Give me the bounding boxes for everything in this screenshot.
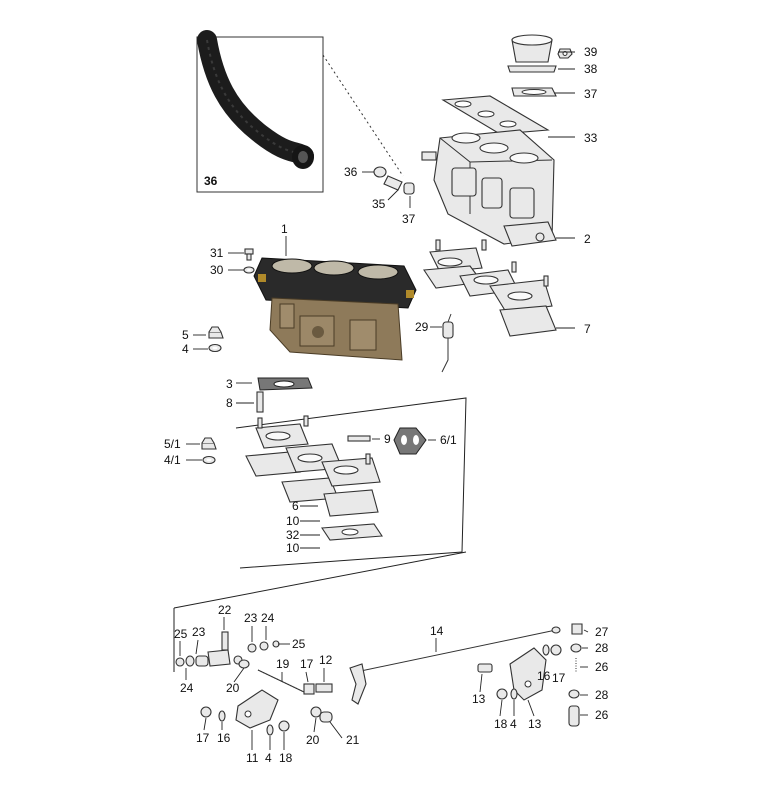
callout-34: 32 [286,528,300,542]
callout-21: 21 [346,733,360,747]
spring-part-31 [441,313,454,373]
callout-15: 14 [430,624,444,638]
callout-24-top: 24 [261,611,275,625]
rod-part-19 [257,669,305,693]
group-bracket-manifold [235,397,467,569]
callout-6: 6 [292,499,299,513]
callout-27: 26 [595,708,609,722]
callout-2: 2 [584,232,591,246]
callout-39: 38 [584,62,598,76]
intake-manifold-part-7 [423,239,557,337]
bolt-part-14 [477,663,493,673]
callout-25-right: 25 [292,637,306,651]
stud-part-9 [347,435,371,442]
callout-5-1: 5/1 [164,437,181,451]
inset-pointer-line [322,54,404,177]
gasket-part-34 [321,523,383,541]
callout-12: 12 [319,653,333,667]
carburetor-part-2 [421,129,557,247]
callout-4-1: 4/1 [164,453,181,467]
callout-28: 27 [595,625,609,639]
callout-23-left: 23 [192,625,206,639]
callout-26: 26 [595,660,609,674]
nut-part-5-1 [201,437,217,450]
callout-5: 5 [182,328,189,342]
callout-24-bottom: 24 [180,681,194,695]
bolt-part-33 [244,248,254,261]
callout-16-left: 16 [217,731,231,745]
callout-20-bottom: 20 [306,733,320,747]
callout-13: 13 [528,717,542,731]
nut-part-40 [557,48,573,59]
small-parts-lower-left [200,683,333,736]
callout-1: 1 [281,222,288,236]
callout-4-bottom: 4 [265,751,272,765]
callout-9: 9 [384,432,391,446]
callout-37-right: 37 [402,212,416,226]
callout-35: 33 [584,131,598,145]
gasket-plate-part-35 [441,95,550,135]
leader-lines [186,51,575,549]
callout-36: 35 [372,197,386,211]
callout-6-1: 6/1 [440,433,457,447]
callout-10-bottom: 10 [286,541,300,555]
callout-23-right: 23 [244,611,258,625]
callout-17-right: 17 [552,671,566,685]
stud-part-8 [256,391,264,413]
carburetor-photo [269,297,403,361]
callout-38: 37 [584,87,598,101]
callout-3: 3 [226,377,233,391]
callout-17-mid: 17 [300,657,314,671]
callout-4: 4 [182,342,189,356]
nut-part-5 [208,326,224,339]
callout-20-left: 20 [226,681,240,695]
callout-7: 7 [584,322,591,336]
washer-part-4 [208,343,222,353]
air-cleaner-base-part-1 [253,257,417,309]
washer-part-32 [243,266,255,274]
banjo-fitting-part-37-left [373,166,387,178]
callout-14: 13 [472,692,486,706]
callout-17-left: 17 [196,731,210,745]
manifold-part-6 [245,415,381,517]
callout-37-left: 36 [344,165,358,179]
callout-40: 39 [584,45,598,59]
group-bracket-linkage [173,551,467,609]
gasket-part-3 [257,377,313,391]
callout-18-left: 18 [279,751,293,765]
callout-29: 28 [595,688,609,702]
bracket-part-6-1 [393,427,427,455]
callout-labels: 39 38 37 33 36 35 37 2 1 31 30 7 29 5 4 … [164,45,609,765]
callout-4-right: 4 [510,717,517,731]
pivot-bracket-part-11 [235,689,279,729]
callout-16-right: 16 [537,669,551,683]
inset-label-36: 36 [204,174,218,188]
banjo-fitting-part-37-right [403,182,415,195]
linkage-rod-part-15 [349,626,561,705]
fuel-hose-inset: 36 [196,30,324,193]
callout-31: 29 [415,320,429,334]
callout-22: 22 [218,603,232,617]
linkage-left-hardware [175,631,280,669]
small-parts-lower-right [496,623,583,727]
callout-11: 11 [246,751,259,765]
callout-18-right: 18 [494,717,508,731]
gasket-part-38 [511,87,557,97]
callout-25-left: 25 [174,627,188,641]
callout-32: 30 [210,263,224,277]
bottom-leader-lines [179,617,589,750]
air-horn-part-39 [507,34,557,73]
callout-8: 8 [226,396,233,410]
callout-10-top: 10 [286,514,300,528]
washer-part-4-1 [202,455,216,465]
hose-fitting-part-36 [383,175,403,191]
callout-19: 19 [276,657,290,671]
callout-30: 28 [595,641,609,655]
callout-33: 31 [210,246,224,260]
